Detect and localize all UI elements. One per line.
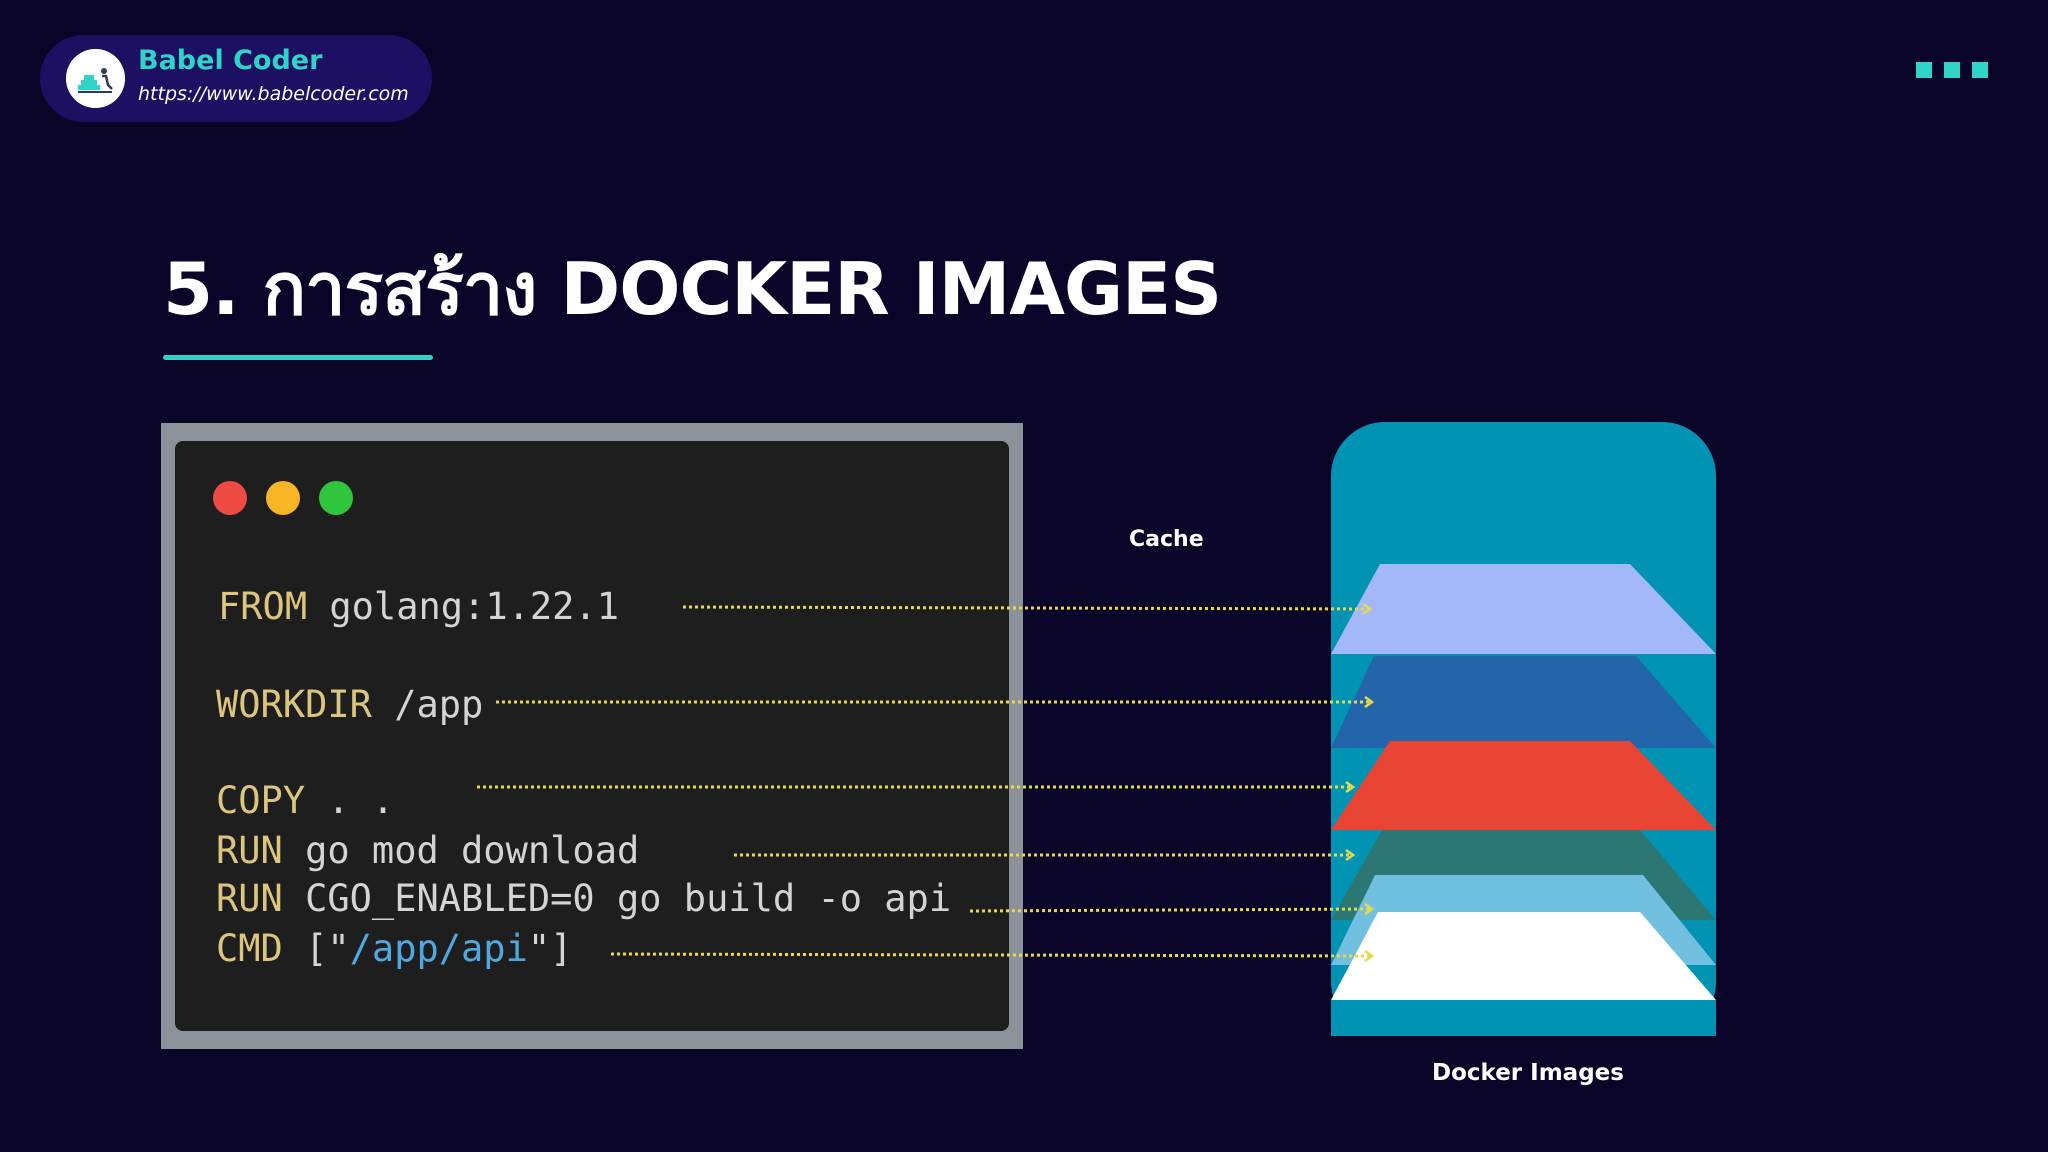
- code-keyword: WORKDIR: [216, 683, 372, 726]
- code-keyword: CMD: [216, 927, 283, 970]
- dot-icon: [1916, 62, 1932, 78]
- code-keyword: COPY: [216, 779, 306, 822]
- brand-name: Babel Coder: [138, 45, 323, 76]
- brand-url[interactable]: https://www.babelcoder.com: [138, 83, 409, 105]
- brand-logo-icon: [66, 49, 125, 108]
- code-line-run-download: RUN go mod download: [216, 832, 639, 869]
- dot-icon: [1972, 62, 1988, 78]
- code-text: [": [282, 927, 350, 970]
- code-text: go mod download: [282, 829, 640, 872]
- maximize-dot-icon: [319, 481, 353, 515]
- slide-title: 5. การสร้าง DOCKER IMAGES: [163, 247, 1222, 331]
- arrow-run-build: [969, 909, 1372, 911]
- close-dot-icon: [213, 481, 247, 515]
- arrows-group: [477, 607, 1372, 956]
- code-frame: FROM golang:1.22.1 WORKDIR /app COPY . .…: [161, 423, 1023, 1049]
- code-line-cmd: CMD ["/app/api"]: [216, 930, 572, 967]
- code-text: . .: [305, 779, 395, 822]
- code-string: /app/api: [349, 927, 528, 970]
- layer-workdir: [1331, 656, 1716, 748]
- title-underline: [163, 355, 433, 360]
- arrow-cmd: [610, 954, 1372, 956]
- code-text: golang:1.22.1: [307, 585, 619, 628]
- code-keyword: RUN: [216, 829, 283, 872]
- code-line-workdir: WORKDIR /app: [216, 686, 483, 723]
- code-line-run-build: RUN CGO_ENABLED=0 go build -o api: [216, 880, 951, 917]
- cache-label: Cache: [1129, 527, 1204, 552]
- minimize-dot-icon: [266, 481, 300, 515]
- code-text: CGO_ENABLED=0 go build -o api: [282, 877, 952, 920]
- code-line-copy: COPY . .: [216, 782, 394, 819]
- code-line-from: FROM golang:1.22.1: [218, 588, 619, 625]
- code-text: /app: [371, 683, 484, 726]
- layer-from: [1331, 564, 1716, 654]
- container-base: [1331, 1000, 1716, 1036]
- layer-cmd: [1331, 912, 1716, 1000]
- code-keyword: FROM: [218, 585, 308, 628]
- code-text: "]: [527, 927, 573, 970]
- layer-copy: [1331, 741, 1716, 830]
- arrow-from: [682, 607, 1370, 609]
- code-keyword: RUN: [216, 877, 283, 920]
- docker-images-label: Docker Images: [1432, 1060, 1624, 1086]
- code-window: FROM golang:1.22.1 WORKDIR /app COPY . .…: [175, 441, 1009, 1031]
- dot-icon: [1944, 62, 1960, 78]
- brand-badge: Babel Coder https://www.babelcoder.com: [40, 35, 432, 122]
- menu-dots-icon: [1916, 62, 1988, 78]
